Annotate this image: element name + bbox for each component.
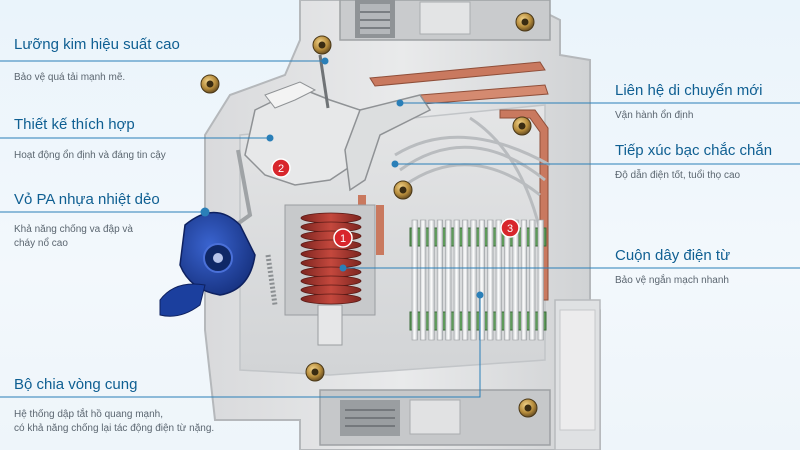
svg-text:1: 1 xyxy=(340,233,346,245)
screw xyxy=(312,35,332,55)
arc-plate xyxy=(436,219,444,341)
arc-plate xyxy=(520,219,528,341)
screw xyxy=(305,362,325,382)
label-design-title: Thiết kế thích hợp xyxy=(14,116,135,133)
screw xyxy=(515,12,535,32)
label-shell-desc-line2: cháy nổ cao xyxy=(14,238,68,249)
arc-plate xyxy=(445,219,452,341)
coil-turn xyxy=(300,212,362,224)
trip-mechanism xyxy=(213,54,432,306)
screw xyxy=(200,74,220,94)
arc-plate xyxy=(428,219,435,341)
top-terminal xyxy=(339,0,551,41)
coil-turn xyxy=(300,284,362,296)
label-silver-contact: Tiếp xúc bạc chắc chắn Độ dẫn điện tốt, … xyxy=(615,142,772,183)
bottom-terminal xyxy=(319,389,551,446)
arc-plate xyxy=(504,219,511,341)
screw xyxy=(518,398,538,418)
label-arc-chute-desc-line2: có khả năng chống lại tác động điện từ n… xyxy=(14,423,215,434)
leader-lines xyxy=(0,57,800,398)
label-moving-contact: Liên hệ di chuyển mới Vận hành ổn định xyxy=(615,82,762,123)
handle xyxy=(159,211,256,317)
arc-plate xyxy=(512,219,519,341)
arc-plate xyxy=(478,219,486,341)
arc-plate xyxy=(470,219,477,341)
arc-plate xyxy=(495,219,502,341)
leader-arc-chute xyxy=(0,295,481,398)
label-bimetal-title: Lưỡng kim hiệu suất cao xyxy=(14,36,180,53)
label-arc-chute-desc: Hệ thống dập tắt hồ quang mạnh, có khả n… xyxy=(14,408,214,436)
coil-turn xyxy=(300,221,362,233)
coil-turn xyxy=(300,293,362,305)
coil-turn xyxy=(300,248,362,260)
label-coil: Cuộn dây điện từ Bảo vệ ngắn mạch nhanh xyxy=(615,247,730,288)
label-silver-contact-title: Tiếp xúc bạc chắc chắn xyxy=(615,142,773,159)
label-coil-title: Cuộn dây điện từ xyxy=(615,247,731,264)
magnetic-coil xyxy=(284,204,376,346)
arc-plate xyxy=(453,219,460,341)
label-bimetal-desc: Bảo vệ quá tải mạnh mẽ. xyxy=(14,72,126,83)
screw xyxy=(512,116,532,136)
marker-3: 3 xyxy=(500,218,520,238)
label-coil-desc: Bảo vệ ngắn mạch nhanh xyxy=(615,275,729,286)
label-shell-desc-line1: Khả năng chống va đập và xyxy=(14,224,133,235)
label-moving-contact-desc: Vận hành ổn định xyxy=(615,110,694,121)
arc-plate xyxy=(462,219,469,341)
label-arc-chute: Bộ chia vòng cung Hệ thống dập tắt hồ qu… xyxy=(14,376,214,436)
svg-text:2: 2 xyxy=(278,163,284,175)
screws xyxy=(200,12,538,418)
arc-plate xyxy=(420,219,427,341)
label-shell-title: Vỏ PA nhựa nhiệt dẻo xyxy=(14,191,160,208)
coil-turn xyxy=(300,257,362,269)
label-design: Thiết kế thích hợp Hoạt động ổn định và … xyxy=(14,116,166,163)
label-design-desc: Hoạt động ổn định và đáng tin cậy xyxy=(14,150,166,161)
arc-plate xyxy=(411,219,418,341)
marker-1: 1 xyxy=(333,228,353,248)
arc-plate xyxy=(529,219,536,341)
arc-chute-plates xyxy=(409,219,547,341)
arc-runner xyxy=(394,116,551,231)
arc-plate xyxy=(487,219,494,341)
coil-turn xyxy=(300,275,362,287)
label-arc-chute-title: Bộ chia vòng cung xyxy=(14,376,138,393)
label-arc-chute-desc-line1: Hệ thống dập tắt hồ quang mạnh, xyxy=(14,409,164,420)
screw xyxy=(393,180,413,200)
label-silver-contact-desc: Độ dẫn điện tốt, tuổi thọ cao xyxy=(615,170,741,181)
arc-plate xyxy=(537,219,544,341)
label-bimetal: Lưỡng kim hiệu suất cao Bảo vệ quá tải m… xyxy=(14,36,180,85)
label-shell: Vỏ PA nhựa nhiệt dẻo Khả năng chống va đ… xyxy=(14,191,160,251)
marker-2: 2 xyxy=(271,158,291,178)
svg-text:3: 3 xyxy=(507,223,513,235)
label-shell-desc: Khả năng chống va đập và cháy nổ cao xyxy=(14,223,160,251)
label-moving-contact-title: Liên hệ di chuyển mới xyxy=(615,82,763,99)
